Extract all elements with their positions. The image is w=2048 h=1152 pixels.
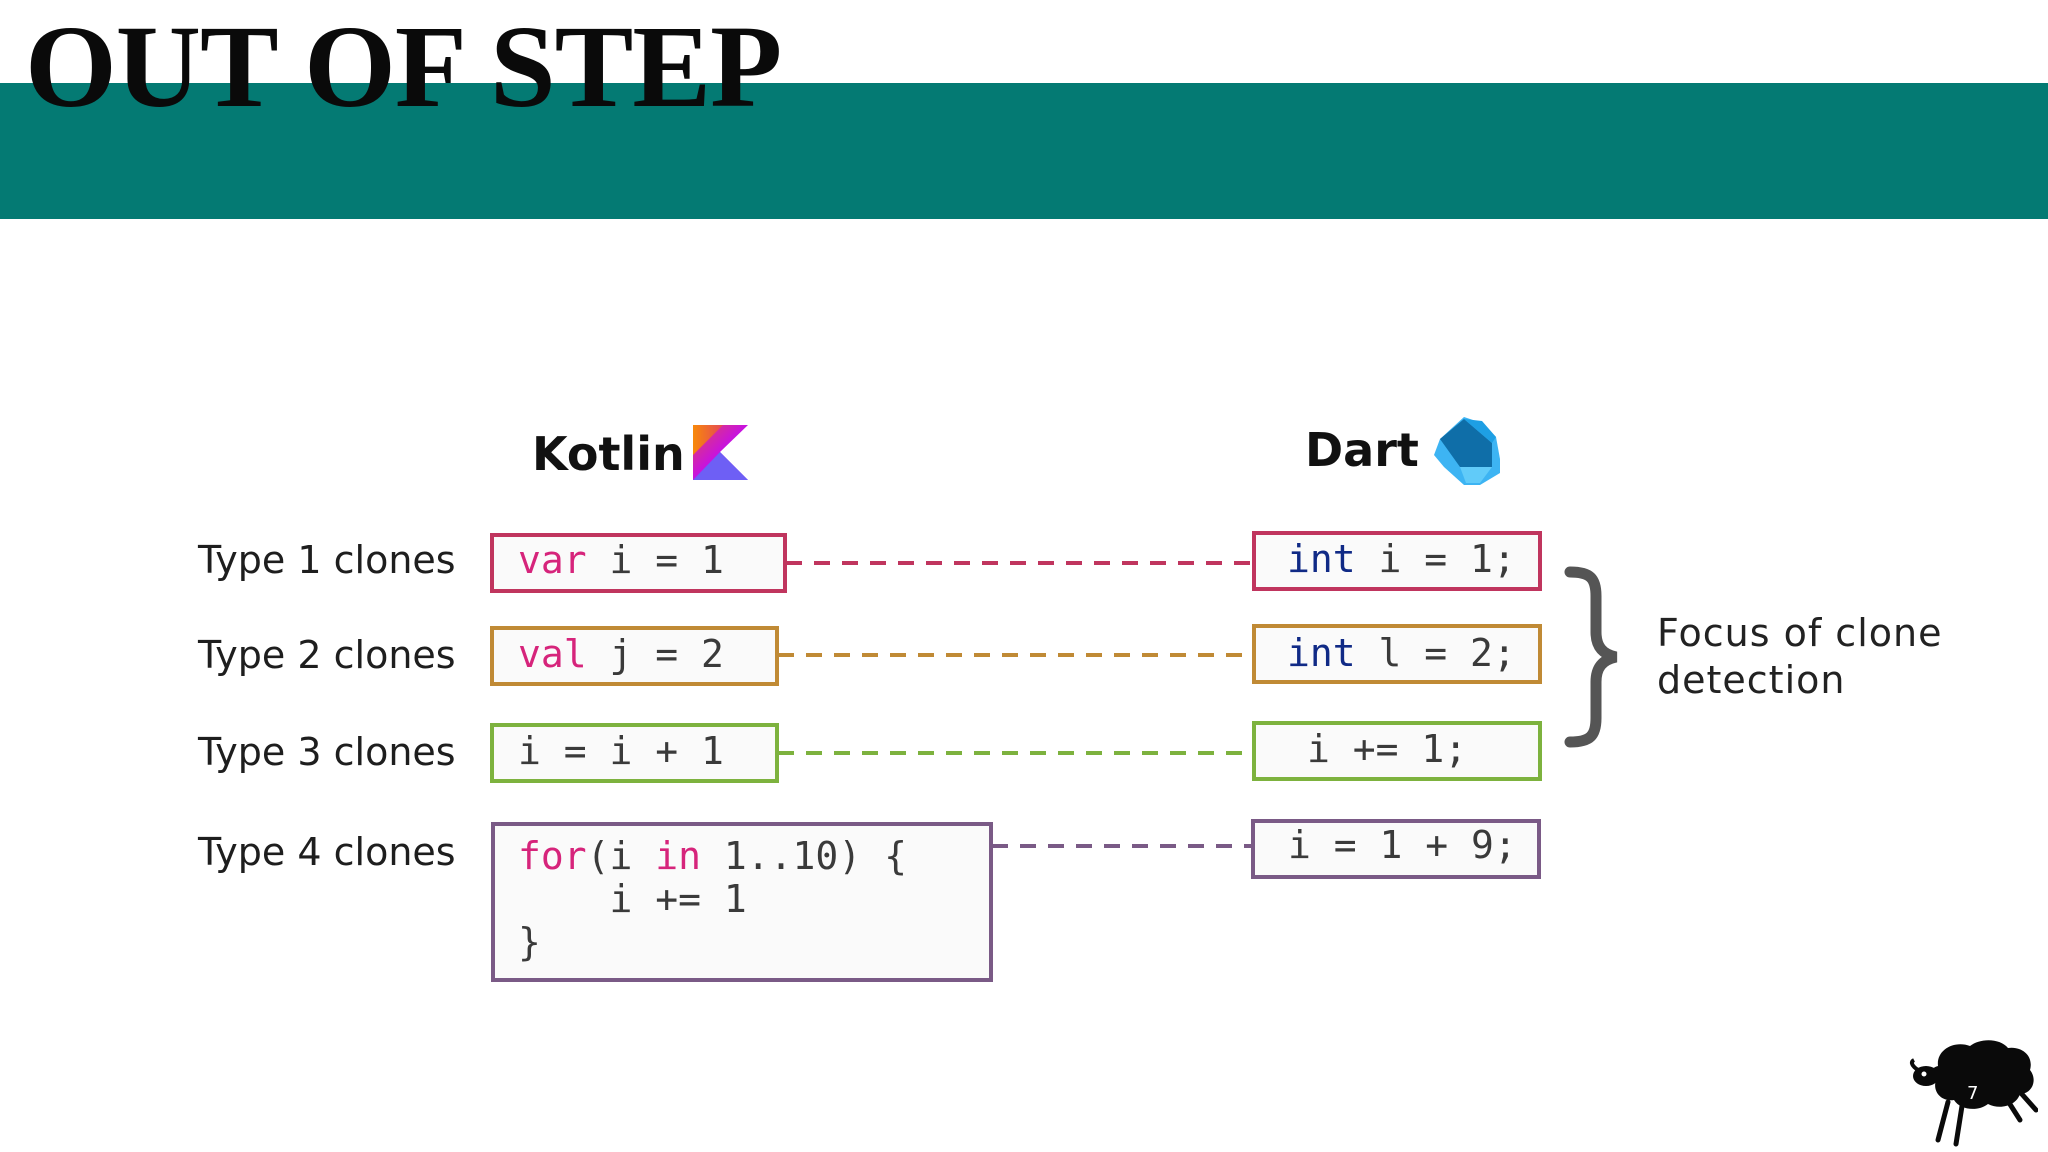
page-number: 7 xyxy=(1967,1083,1979,1104)
dart-code-type4: i = 1 + 9; xyxy=(1288,823,1517,867)
row-label-type1: Type 1 clones xyxy=(198,538,456,582)
kotlin-code-rest: j = 2 xyxy=(586,632,724,676)
kotlin-code-type4: for(i in 1..10) { i += 1 } xyxy=(518,835,907,964)
kotlin-code-part: 1..10) { xyxy=(701,834,907,878)
kotlin-label: Kotlin xyxy=(532,427,685,481)
row-label-type3: Type 3 clones xyxy=(198,730,456,774)
curly-brace-icon xyxy=(1564,566,1618,748)
focus-line2: detection xyxy=(1657,658,1846,702)
row-label-type2: Type 2 clones xyxy=(198,633,456,677)
dart-code-box-type3 xyxy=(1252,721,1542,781)
dart-logo-icon xyxy=(1434,417,1500,485)
kotlin-keyword: in xyxy=(655,834,702,878)
dart-code-box-type4 xyxy=(1251,819,1541,879)
dart-code-box-type2 xyxy=(1252,624,1542,684)
slide-title: OUT OF STEP xyxy=(25,1,782,132)
row-label-type4: Type 4 clones xyxy=(198,830,456,874)
dart-code-rest: i += 1; xyxy=(1307,727,1468,771)
kotlin-keyword: for xyxy=(518,834,587,878)
kotlin-code-type3: i = i + 1 xyxy=(518,729,724,773)
focus-line1: Focus of clone xyxy=(1657,611,1943,655)
kotlin-logo-icon xyxy=(693,425,748,480)
dart-code-type3: i += 1; xyxy=(1307,727,1467,771)
kotlin-code-box-type2 xyxy=(490,626,779,686)
kotlin-keyword: val xyxy=(518,632,587,676)
dart-code-type1: int i = 1; xyxy=(1287,537,1516,581)
kotlin-code-type2: val j = 2 xyxy=(518,632,724,676)
dart-code-type2: int l = 2; xyxy=(1287,631,1516,675)
title-band xyxy=(0,83,2048,219)
black-sheep-icon xyxy=(1909,1040,2038,1147)
kotlin-code-type1: var i = 1 xyxy=(518,538,724,582)
kotlin-code-line2: i += 1 xyxy=(518,877,747,921)
kotlin-code-rest: i = i + 1 xyxy=(518,729,724,773)
kotlin-code-box-type3 xyxy=(490,723,779,783)
dart-label: Dart xyxy=(1305,423,1419,477)
dart-code-rest: i = 1 + 9; xyxy=(1288,823,1517,867)
kotlin-code-line3: } xyxy=(518,920,541,964)
dart-keyword: int xyxy=(1287,537,1356,581)
dart-keyword: int xyxy=(1287,631,1356,675)
dart-code-rest: l = 2; xyxy=(1355,631,1516,675)
kotlin-code-rest: i = 1 xyxy=(586,538,724,582)
kotlin-keyword: var xyxy=(518,538,587,582)
focus-note: Focus of clone detection xyxy=(1657,610,1942,704)
kotlin-code-box-type1 xyxy=(490,533,787,593)
dart-code-box-type1 xyxy=(1252,531,1542,591)
kotlin-code-box-type4 xyxy=(491,822,993,982)
kotlin-code-part: (i xyxy=(586,834,656,878)
dart-code-rest: i = 1; xyxy=(1355,537,1516,581)
